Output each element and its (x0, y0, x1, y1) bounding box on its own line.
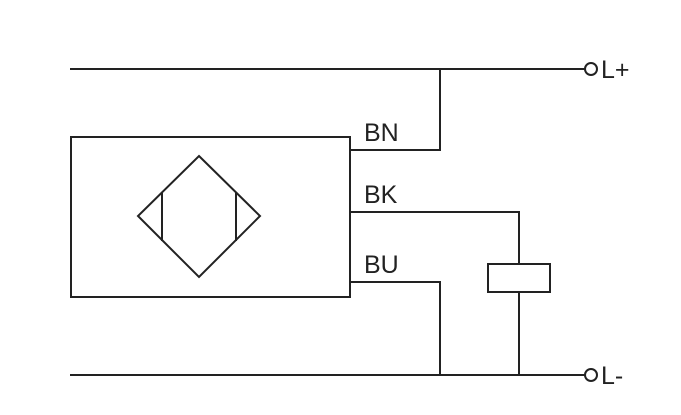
sensor-body (70, 136, 351, 298)
negative-terminal (584, 368, 598, 382)
positive-terminal (584, 62, 598, 76)
bu-wire (350, 281, 441, 375)
bn-label: BN (364, 119, 399, 147)
positive-terminal-label: L+ (601, 56, 630, 84)
bn-wire (350, 69, 441, 151)
load-resistor (487, 263, 551, 293)
bu-label: BU (364, 251, 399, 279)
sensor-symbol-diamond (136, 154, 262, 279)
negative-terminal-label: L- (601, 362, 623, 390)
bk-label: BK (364, 181, 398, 209)
bk-wire (350, 211, 520, 264)
